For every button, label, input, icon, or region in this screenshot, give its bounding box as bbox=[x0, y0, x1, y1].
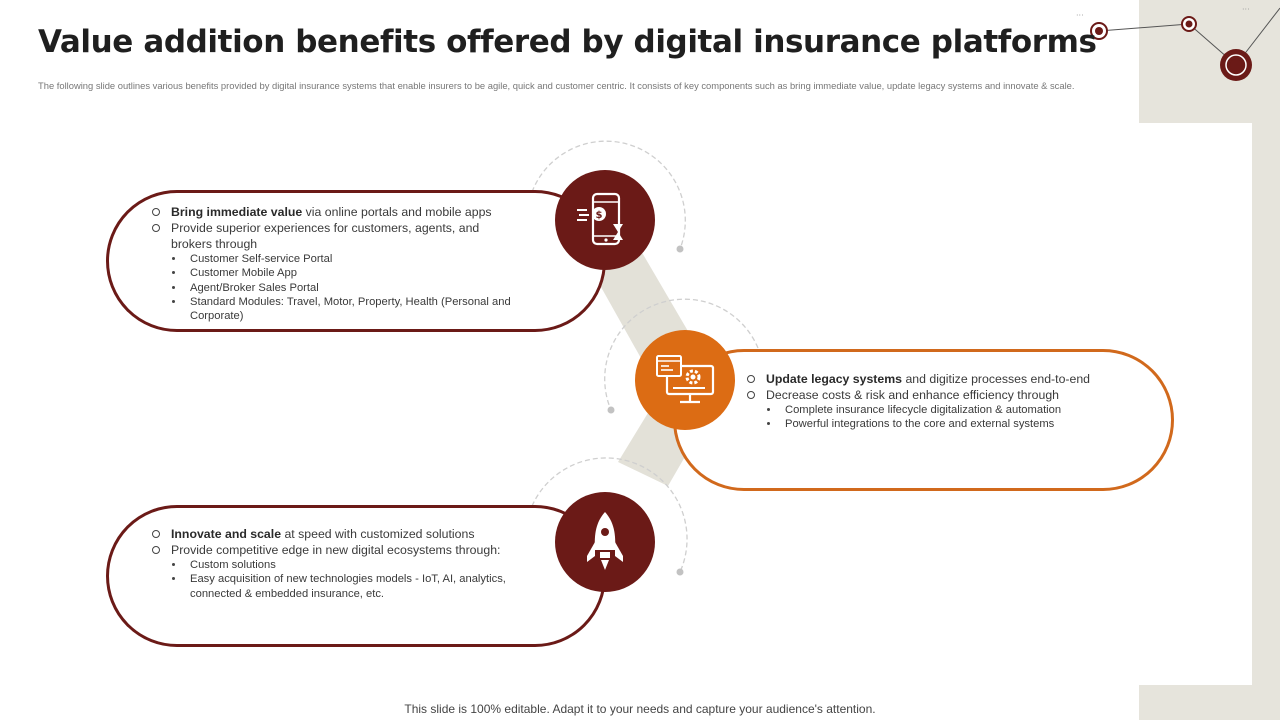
card-3-content: Innovate and scale at speed with customi… bbox=[152, 526, 532, 601]
top-right-node-graphic: ··· ··· bbox=[1076, 5, 1280, 81]
dashed-arc-2 bbox=[604, 298, 759, 411]
rocket-icon-circle bbox=[555, 492, 655, 592]
card-1-sub-bullet: Customer Mobile App bbox=[152, 266, 517, 280]
slide-subtitle: The following slide outlines various ben… bbox=[38, 80, 1075, 91]
rocket-icon bbox=[587, 512, 623, 570]
dashed-arc-1 bbox=[531, 140, 686, 250]
mobile-money-icon: $ bbox=[577, 192, 623, 246]
benefit-card-update-legacy bbox=[673, 349, 1174, 491]
svg-text:···: ··· bbox=[1076, 11, 1084, 20]
benefit-card-immediate-value bbox=[106, 190, 606, 332]
slide-title: Value addition benefits offered by digit… bbox=[38, 24, 1097, 60]
svg-text:···: ··· bbox=[1242, 5, 1250, 14]
benefit-card-innovate-scale bbox=[106, 505, 606, 647]
card-2-content: Update legacy systems and digitize proce… bbox=[747, 371, 1147, 432]
card-2-sub-bullet: Complete insurance lifecycle digitalizat… bbox=[747, 403, 1147, 417]
card-1-sub-bullet: Standard Modules: Travel, Motor, Propert… bbox=[152, 295, 517, 324]
svg-text:$: $ bbox=[596, 210, 603, 221]
dashed-arc-3 bbox=[531, 457, 688, 573]
arc-end-dot-3 bbox=[676, 568, 684, 576]
monitor-gear-icon-circle bbox=[635, 330, 735, 430]
card-3-bullet-2: Provide competitive edge in new digital … bbox=[152, 542, 532, 558]
card-2-bullet-1: Update legacy systems and digitize proce… bbox=[747, 371, 1147, 387]
card-1-bullet-1: Bring immediate value via online portals… bbox=[152, 204, 517, 220]
monitor-gear-icon bbox=[656, 355, 715, 404]
card-1-content: Bring immediate value via online portals… bbox=[152, 204, 517, 323]
card-2-bullet-2: Decrease costs & risk and enhance effici… bbox=[747, 387, 1147, 403]
card-2-sub-bullet: Powerful integrations to the core and ex… bbox=[747, 417, 1147, 431]
card-1-sub-bullet: Agent/Broker Sales Portal bbox=[152, 281, 517, 295]
arc-end-dot-2 bbox=[607, 406, 615, 414]
arc-end-dot-1 bbox=[676, 245, 684, 253]
mobile-money-icon-circle: $ bbox=[555, 170, 655, 270]
slide-footer: This slide is 100% editable. Adapt it to… bbox=[404, 702, 876, 716]
card-3-bullet-1: Innovate and scale at speed with customi… bbox=[152, 526, 532, 542]
card-1-bullet-2: Provide superior experiences for custome… bbox=[152, 220, 517, 252]
card-3-sub-bullet: Easy acquisition of new technologies mod… bbox=[152, 572, 532, 601]
card-3-sub-bullet: Custom solutions bbox=[152, 558, 532, 572]
card-1-sub-bullet: Customer Self-service Portal bbox=[152, 252, 517, 266]
